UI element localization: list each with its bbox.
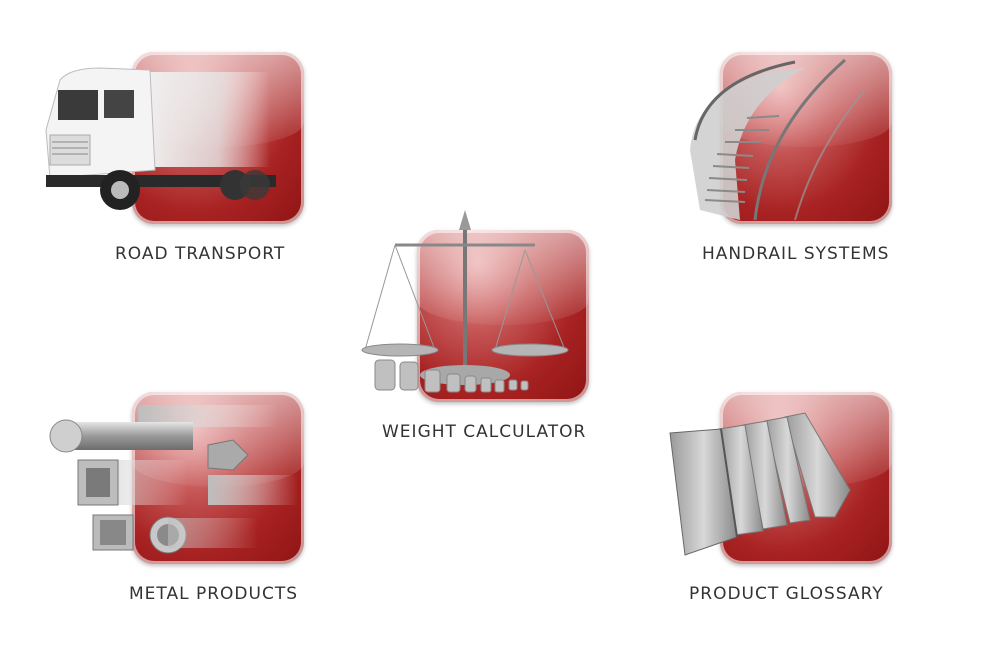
truck-icon	[45, 67, 276, 210]
books-icon	[669, 412, 851, 556]
tile-label: ROAD TRANSPORT	[115, 244, 286, 264]
tile-weight-calculator[interactable]: WEIGHT CALCULATOR	[350, 210, 630, 450]
tile-metal-products[interactable]: METAL PRODUCTS	[0, 390, 320, 620]
tile-label: PRODUCT GLOSSARY	[689, 584, 884, 604]
tile-handrail-systems[interactable]: HANDRAIL SYSTEMS	[670, 0, 990, 275]
metal-profiles-icon	[49, 405, 298, 554]
tile-label: WEIGHT CALCULATOR	[382, 422, 587, 442]
tile-road-transport[interactable]: ROAD TRANSPORT	[0, 0, 320, 275]
staircase-icon	[690, 58, 866, 221]
tile-label: METAL PRODUCTS	[129, 584, 299, 604]
balance-scale-icon	[361, 210, 569, 393]
tile-label: HANDRAIL SYSTEMS	[702, 244, 890, 264]
tile-product-glossary[interactable]: PRODUCT GLOSSARY	[660, 390, 990, 620]
